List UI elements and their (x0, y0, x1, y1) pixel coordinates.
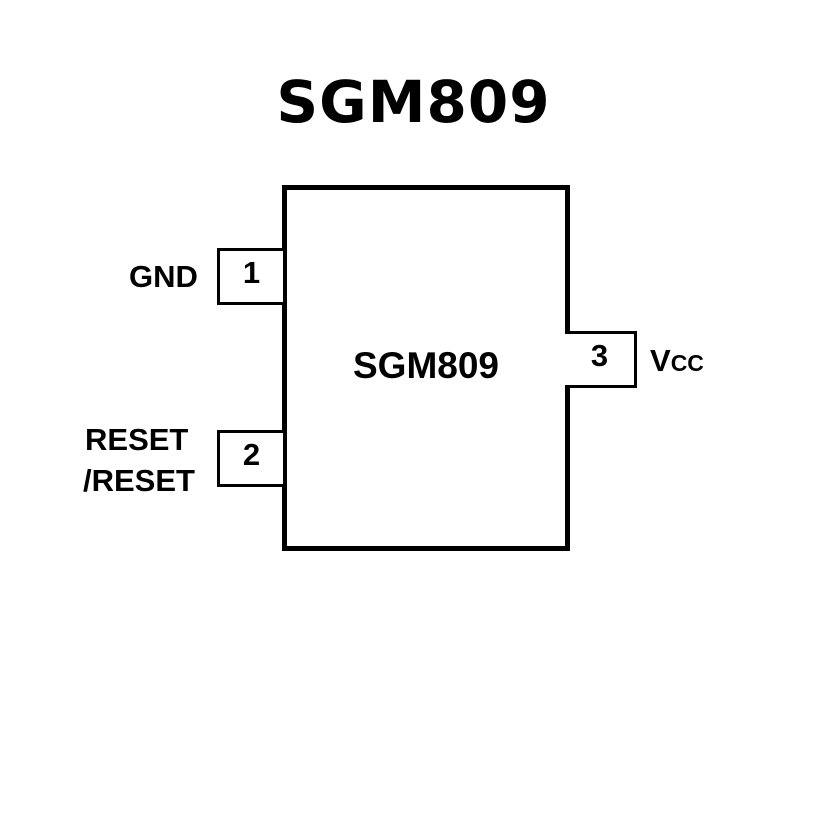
diagram-title: SGM809 (276, 68, 551, 136)
pin-2-number: 2 (242, 436, 261, 472)
pin-2-label-line1: RESET (85, 422, 189, 457)
chip-body (282, 185, 570, 551)
pin-1-box: 1 (217, 248, 283, 305)
pin-2-label-line2: /RESET (83, 463, 195, 498)
pin-2-box: 2 (217, 430, 283, 487)
pin-3-label-sub: CC (670, 350, 704, 376)
pin-1-number: 1 (242, 254, 261, 290)
chip-label: SGM809 (352, 345, 499, 386)
pin-3-label: VCC (650, 343, 704, 379)
pin-1-label: GND (129, 259, 198, 294)
pin-3-box: 3 (565, 331, 637, 388)
pin-3-number: 3 (590, 337, 609, 373)
pin-3-label-main: V (650, 343, 671, 378)
